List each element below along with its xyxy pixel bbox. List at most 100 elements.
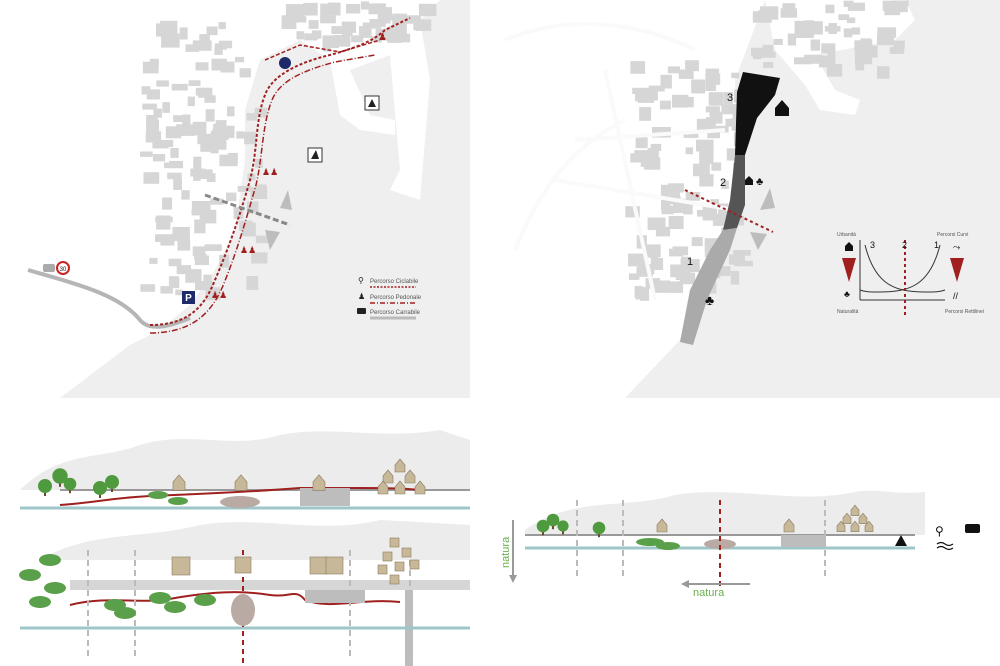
building — [805, 30, 815, 37]
naturality-label: Naturalità — [837, 309, 859, 315]
building-square — [389, 537, 400, 548]
building — [683, 202, 693, 215]
building — [288, 16, 307, 23]
building — [826, 64, 843, 77]
building — [672, 94, 689, 108]
building — [804, 54, 823, 64]
building — [149, 58, 159, 68]
building — [375, 31, 388, 41]
tree-group — [536, 513, 606, 538]
building — [140, 151, 153, 157]
tree-crown — [105, 475, 119, 489]
building — [628, 253, 647, 267]
vertical-arrowhead — [509, 575, 517, 583]
road-network — [504, 22, 736, 301]
pier-block — [781, 535, 826, 547]
building — [648, 85, 665, 92]
rocks — [231, 594, 255, 626]
building — [204, 95, 216, 103]
bush — [19, 569, 41, 581]
pier-block — [300, 488, 350, 506]
building — [639, 107, 652, 121]
speed-limit-value: 30 — [60, 267, 67, 273]
building — [234, 56, 245, 63]
zone-1-label: 1 — [687, 256, 693, 268]
building — [152, 154, 166, 162]
building — [392, 21, 403, 34]
building — [146, 115, 158, 130]
pedestrian-icon: ♟ — [378, 32, 387, 43]
house — [783, 518, 795, 533]
tree-icon: ♣ — [705, 292, 714, 308]
building — [255, 235, 275, 244]
horizontal-arrowhead — [681, 580, 689, 588]
house-icon — [845, 242, 853, 251]
building — [659, 100, 671, 110]
building — [172, 227, 190, 242]
natura-horizontal-label: natura — [693, 587, 725, 599]
water-icon — [936, 541, 954, 551]
building — [160, 286, 173, 294]
tree-crown — [546, 513, 560, 527]
building — [884, 9, 901, 16]
building — [239, 68, 251, 78]
house — [836, 520, 846, 532]
zone-1 — [680, 228, 737, 345]
building — [894, 4, 908, 13]
building — [195, 281, 213, 291]
building — [226, 192, 237, 202]
building — [203, 274, 212, 284]
building — [192, 246, 206, 256]
legend-pedestrian-label: Percorso Pedonale — [370, 295, 422, 301]
building — [648, 246, 658, 258]
building-square — [389, 574, 400, 585]
building — [236, 131, 245, 139]
building — [669, 248, 684, 257]
bush — [44, 582, 66, 594]
house — [850, 504, 860, 516]
building — [867, 45, 878, 58]
triangle-marker — [760, 188, 775, 210]
bush — [194, 594, 216, 606]
tree-crown — [557, 520, 569, 532]
building — [751, 47, 768, 57]
building — [636, 266, 653, 277]
building — [628, 273, 640, 280]
building — [714, 266, 731, 276]
building — [660, 74, 672, 89]
building-square — [171, 556, 191, 576]
house — [858, 512, 868, 524]
rocks — [220, 496, 260, 508]
natura-vertical-label: natura — [500, 536, 512, 568]
route-profile — [69, 591, 401, 606]
legend-cycle-label: Percorso Ciclabile — [370, 279, 419, 285]
building — [227, 152, 238, 164]
tree-crown — [93, 481, 107, 495]
section-line — [204, 193, 291, 227]
building — [142, 61, 159, 74]
building — [250, 187, 268, 199]
building — [647, 148, 659, 158]
tree-crown — [536, 519, 550, 533]
building — [636, 154, 645, 161]
pedestrian-icon: ♟♟ — [211, 290, 227, 300]
house — [864, 520, 874, 532]
building — [782, 3, 796, 17]
section-views-panel — [19, 430, 470, 666]
building — [362, 22, 382, 29]
building — [787, 33, 797, 46]
building — [625, 206, 640, 218]
house-group — [172, 458, 426, 495]
house — [842, 512, 852, 524]
building — [650, 143, 662, 151]
building — [255, 184, 267, 193]
building — [194, 253, 207, 260]
building — [877, 66, 890, 79]
walk-legend-icon: ♟ — [358, 292, 365, 301]
road-band — [70, 580, 470, 590]
building — [346, 4, 361, 14]
building — [303, 2, 318, 16]
building — [216, 127, 234, 134]
guide-lines — [87, 550, 411, 660]
building — [167, 172, 182, 180]
